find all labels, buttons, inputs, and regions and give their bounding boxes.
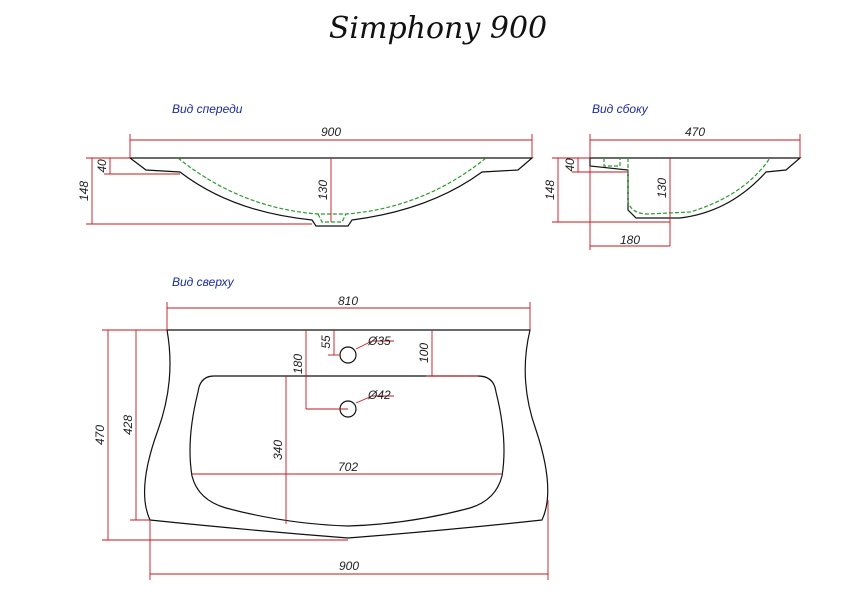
front-width-label: 900 xyxy=(321,125,341,139)
top-view: Вид сверху Ø35 Ø42 810 470 428 55 xyxy=(93,275,549,580)
front-drain-hidden-line xyxy=(317,213,347,223)
front-basin-outline xyxy=(128,157,534,227)
top-view-label: Вид сверху xyxy=(172,275,235,289)
tap-offset-label: 55 xyxy=(319,335,333,349)
front-view-label: Вид спереди xyxy=(172,102,243,116)
side-height-label: 148 xyxy=(543,180,557,200)
rim-back-label: 100 xyxy=(417,343,431,363)
front-height-label: 148 xyxy=(77,181,91,201)
top-bowl-outline xyxy=(189,375,505,527)
top-depth-label: 470 xyxy=(93,425,107,445)
drain-hole-leader xyxy=(355,395,373,404)
bottom-width-label: 900 xyxy=(339,559,359,573)
side-rim-label: 40 xyxy=(563,158,577,172)
bowl-depth-label: 340 xyxy=(271,440,285,460)
front-rim-label: 40 xyxy=(95,159,109,173)
side-view-label: Вид сбоку xyxy=(592,102,649,116)
side-width-label: 470 xyxy=(685,125,705,139)
tap-hole-label: Ø35 xyxy=(367,334,391,348)
drawing-title: Simphony 900 xyxy=(329,11,547,46)
bowl-width-label: 702 xyxy=(338,460,358,474)
drain-offset-label: 180 xyxy=(291,354,305,374)
side-overflow-hidden-line xyxy=(603,158,621,167)
front-bowl-hidden-line xyxy=(177,157,487,215)
front-depth-label: 130 xyxy=(316,180,330,200)
top-basin-outline xyxy=(143,329,549,539)
top-width-label: 810 xyxy=(338,294,358,308)
front-view: Вид спереди 900 148 40 130 xyxy=(77,102,534,227)
side-basin-outline xyxy=(589,157,802,219)
side-view: Вид сбоку 470 148 40 130 180 xyxy=(543,102,802,250)
side-drain-label: 180 xyxy=(620,233,640,247)
side-depth-label: 130 xyxy=(655,178,669,198)
tap-hole-leader xyxy=(355,340,373,350)
drain-hole-label: Ø42 xyxy=(367,388,391,402)
top-inner-depth-label: 428 xyxy=(121,415,135,435)
tap-hole xyxy=(339,346,357,364)
side-bowl-hidden-line xyxy=(627,157,771,215)
